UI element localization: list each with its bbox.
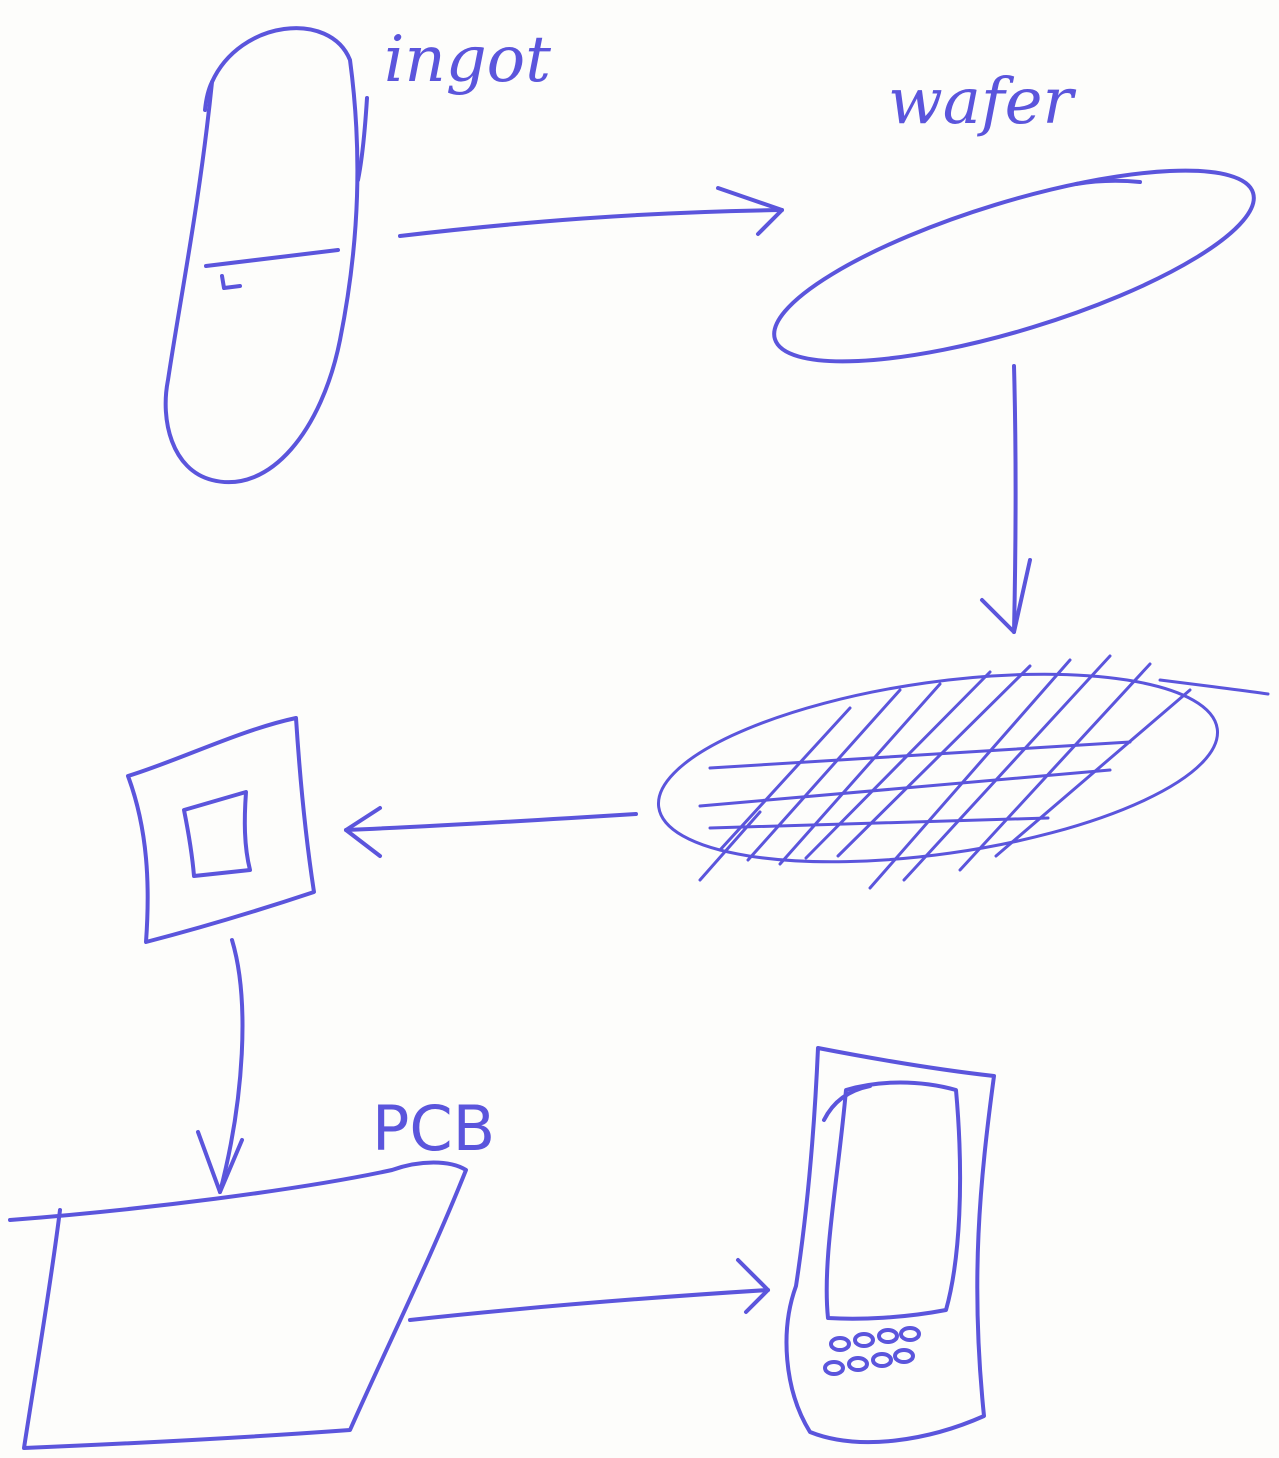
ingot-label: ingot — [384, 23, 551, 97]
arrow-wafer-to-diced — [980, 364, 1032, 634]
wafer-icon — [772, 168, 1256, 364]
phone-icon — [784, 1046, 996, 1445]
ingot-icon — [163, 26, 369, 484]
wafer-label: wafer — [888, 65, 1074, 139]
pcb-icon — [8, 1160, 468, 1450]
arrow-chip-to-pcb — [196, 938, 245, 1194]
arrow-pcb-to-phone — [408, 1258, 770, 1322]
arrow-ingot-to-wafer — [398, 186, 784, 238]
diced-wafer-icon — [656, 654, 1270, 890]
pcb-label: PCB — [372, 1092, 496, 1165]
chip-icon — [126, 716, 316, 944]
arrow-diced-to-chip — [344, 806, 638, 858]
